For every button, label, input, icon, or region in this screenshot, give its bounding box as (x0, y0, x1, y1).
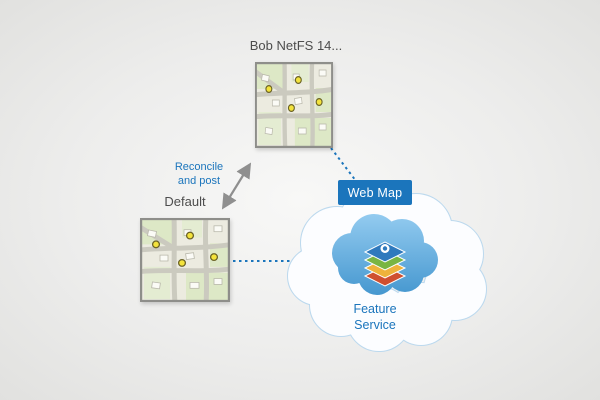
feature-layers-icon (363, 241, 407, 287)
dotted-connector-version-to-webmap (330, 147, 357, 182)
reconcile-post-label: Reconcile and post (174, 161, 224, 188)
reconcile-arrow-icon (221, 162, 252, 210)
version-map-label: Bob NetFS 14... (249, 38, 343, 53)
map-thumbnail-icon (255, 62, 333, 148)
version-map-thumbnail (255, 62, 333, 148)
web-map-badge: Web Map (338, 180, 412, 205)
map-thumbnail-icon (140, 218, 230, 302)
default-map-label: Default (164, 194, 206, 209)
default-map-thumbnail (140, 218, 230, 302)
feature-service-label: Feature Service (353, 302, 397, 333)
